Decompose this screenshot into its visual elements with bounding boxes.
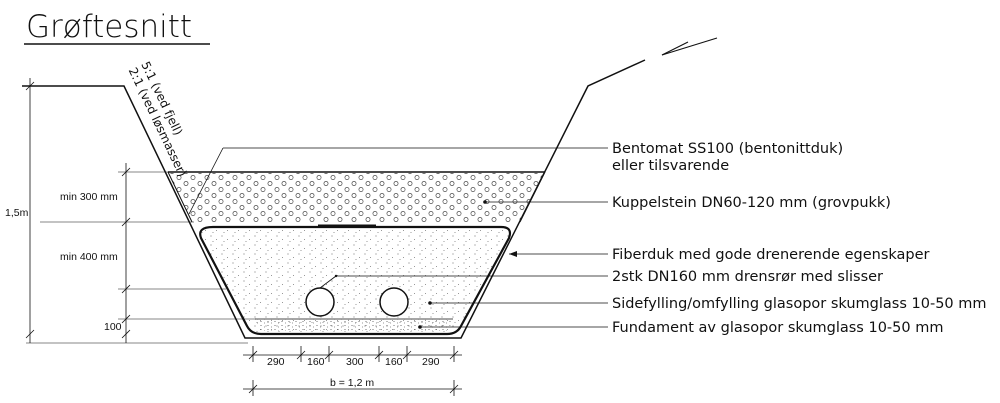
drain-pipe-right <box>379 287 409 317</box>
dim-total-depth: 1,5m <box>5 207 29 219</box>
callout-kuppelstein: Kuppelstein DN60-120 mm (grovpukk) <box>612 195 891 211</box>
diagram-title: Grøftesnitt <box>26 9 192 45</box>
kuppelstein-layer <box>168 173 545 222</box>
dim-seg-2: 160 <box>307 356 325 368</box>
callout-texts: Bentomat SS100 (bentonittduk) eller tils… <box>612 141 987 336</box>
fundament-layer <box>255 319 453 331</box>
dim-total-width: b = 1,2 m <box>330 377 374 389</box>
callout-drensror: 2stk DN160 mm drensrør med slisser <box>612 269 883 285</box>
dim-bottom-layer: 100 <box>104 321 122 333</box>
vertical-dimensions <box>25 78 256 344</box>
drain-pipe-left <box>305 287 335 317</box>
dim-seg-4: 160 <box>385 356 403 368</box>
callout-bentomat-line2: eller tilsvarende <box>612 158 729 174</box>
dim-top-layer: min 300 mm <box>60 191 118 203</box>
callout-bentomat-line1: Bentomat SS100 (bentonittduk) <box>612 141 843 157</box>
fiberduk-wrap <box>199 225 512 336</box>
fiberduk-arrow-icon <box>509 251 517 257</box>
dim-seg-1: 290 <box>267 356 285 368</box>
callout-fundament: Fundament av glasopor skumglass 10-50 mm <box>612 320 943 336</box>
callout-dots <box>334 200 487 329</box>
terrain-outline <box>22 59 646 339</box>
slope-labels: 5:1 (ved fjell) 2:1 (ved løsmasser) <box>126 59 190 179</box>
dim-middle-layer: min 400 mm <box>60 251 118 263</box>
callout-fiberduk: Fiberduk med gode drenerende egenskaper <box>612 247 930 263</box>
callout-leaders <box>188 147 608 328</box>
flow-arrow-icon <box>661 37 718 56</box>
width-dimensions <box>243 346 462 396</box>
dim-seg-3: 300 <box>346 356 364 368</box>
callout-sidefylling: Sidefylling/omfylling glasopor skumglass… <box>612 296 987 312</box>
dim-seg-5: 290 <box>422 356 440 368</box>
